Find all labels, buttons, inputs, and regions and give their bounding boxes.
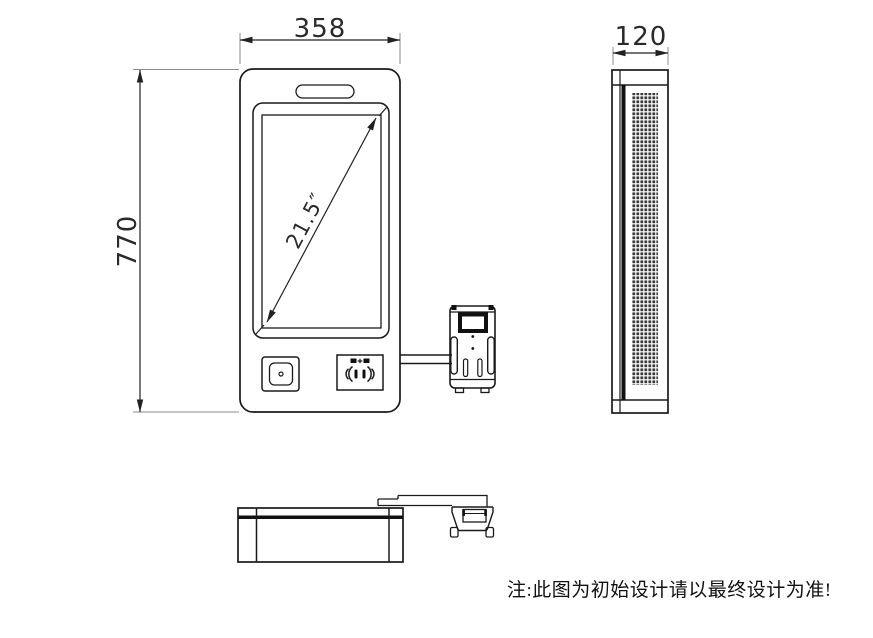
dimension-depth: 120 [612,22,669,65]
bracket-ear [488,305,494,310]
mounting-arm [400,354,452,365]
card-reader-frame [336,354,384,391]
dimension-height: 770 [113,69,239,413]
side-view [611,69,669,414]
dimension-depth-value: 120 [615,22,668,52]
bottom-bracket-foot [449,526,459,538]
bracket-body [449,305,496,389]
camera-slot [295,84,355,99]
screen-bezel [252,102,390,339]
vent-pattern-icon [632,93,658,385]
front-view: 21.5″ [239,68,496,413]
diagonal-tick [255,324,265,335]
bracket-foot [454,387,465,394]
screw-dot [471,347,475,350]
screen-diagonal-value: 21.5″ [281,189,330,253]
bracket-foot [480,387,490,394]
dimension-width: 358 [239,14,401,64]
bottom-arm-plate [377,494,488,507]
diagonal-dimension-line [266,117,377,323]
qr-scanner-frame [261,356,300,392]
bottom-view [237,494,495,563]
bracket-ear [451,305,457,310]
bracket-rail-left [450,336,458,375]
dimension-width-value: 358 [294,14,347,44]
bottom-body-outline [237,507,404,563]
screen-edge-section [621,85,626,400]
qr-scanner [261,356,300,392]
terminal-screen-opening [458,312,488,333]
card-reader [336,354,384,391]
scanner-lens-icon [278,371,284,377]
diagonal-tick [378,106,388,117]
card-reader-label-marks [350,358,370,364]
bracket-rail-right [487,336,495,375]
dimension-height-value: 770 [113,215,143,268]
pos-terminal-bracket [449,305,496,394]
design-note: 注:此图为初始设计请以最终设计为准! [507,579,832,601]
bracket-slot [477,358,483,378]
screen-area [261,114,382,329]
contactless-waves-icon [345,365,375,383]
bottom-bracket-foot [485,526,495,538]
qr-scanner-window [268,362,294,386]
bottom-front-edge-band [238,515,403,519]
kiosk-body-outline [239,68,401,413]
screen-diagonal-dimension: 21.5″ [255,106,388,335]
bracket-slot [462,358,469,378]
side-body-outline [611,69,669,414]
bottom-bracket [449,506,495,538]
screw-dot [471,335,475,338]
